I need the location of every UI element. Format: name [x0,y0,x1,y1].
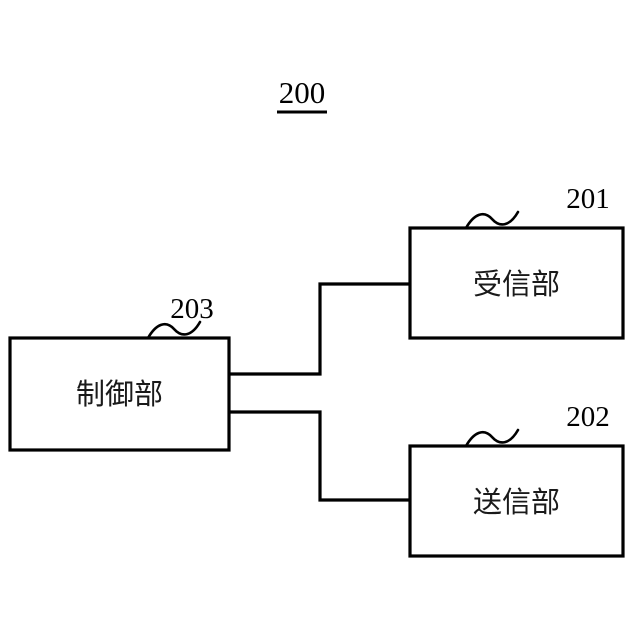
leader-line-transmitter [464,428,520,448]
reference-numeral-receiver: 201 [566,183,610,215]
block-controller: 制御部 203 [8,293,231,452]
block-controller-label: 制御部 [76,377,163,411]
block-receiver: 受信部 201 [408,183,625,340]
block-receiver-label: 受信部 [473,267,560,301]
connector-lines [229,282,412,502]
reference-numeral-transmitter: 202 [566,401,610,433]
block-transmitter: 送信部 202 [408,401,625,558]
leader-line-receiver [464,210,520,230]
figure-number: 200 [279,75,326,110]
block-transmitter-rect [408,444,625,558]
connector-controller-to-receiver [229,282,412,376]
reference-numeral-controller: 203 [170,293,214,325]
leader-line-controller [146,320,202,340]
block-controller-rect [8,336,231,452]
figure-number-group: 200 [277,75,327,114]
block-transmitter-label: 送信部 [473,485,560,519]
block-receiver-rect [408,226,625,340]
connector-controller-to-transmitter [229,410,412,502]
